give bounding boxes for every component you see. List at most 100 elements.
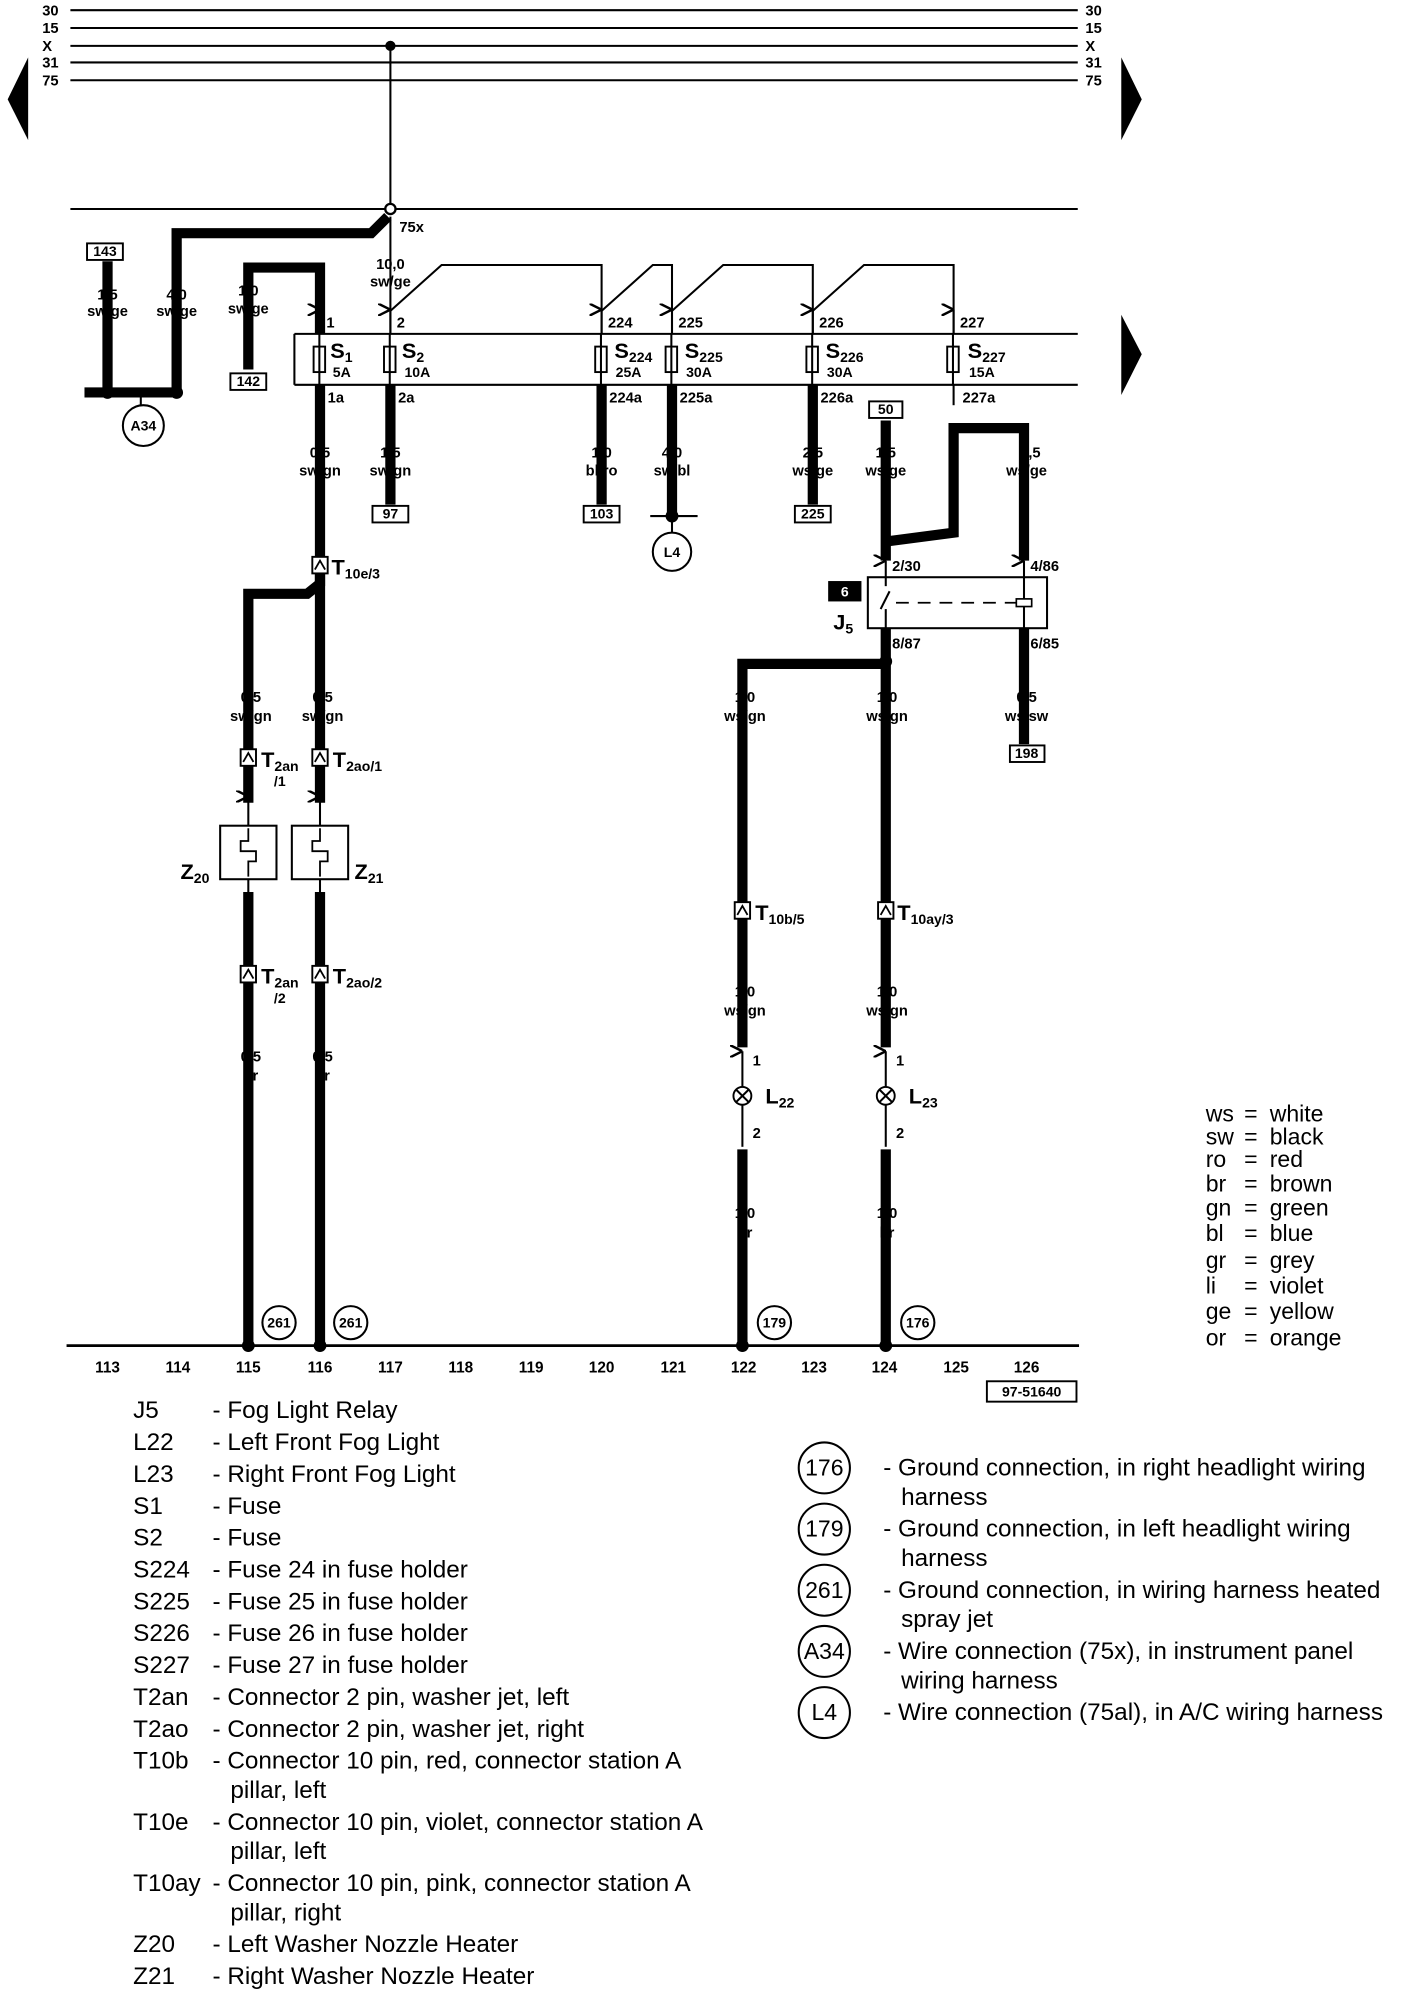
svg-text:ro=red: ro=red (1206, 1146, 1303, 1172)
svg-text:225a: 225a (680, 391, 714, 407)
fuse-s224: 224 S224 25A 224a (595, 310, 653, 407)
next-page-arrow-icon[interactable] (1121, 57, 1142, 141)
svg-text:S224: S224 (614, 338, 652, 365)
ground-179[interactable]: 179 (756, 1305, 793, 1341)
wire-size: 0,5 (312, 1049, 332, 1065)
svg-text:261: 261 (805, 1577, 843, 1603)
wire-size: 0,5 (310, 445, 330, 461)
svg-text:T10b- Connector 10 pin, red, c: T10b- Connector 10 pin, red, connector s… (133, 1748, 682, 1775)
wire-color-legend: ws=white sw=black ro=red br=brown gn=gre… (1205, 1100, 1342, 1350)
wire-color: br (244, 1069, 259, 1085)
svg-text:126: 126 (1014, 1359, 1040, 1376)
ref-box-103[interactable]: 103 (582, 504, 621, 524)
wire-color: ws/ge (1005, 463, 1047, 479)
wire-color: br (738, 1225, 753, 1241)
ground-261-right[interactable]: 261 (333, 1305, 369, 1341)
svg-text:117: 117 (378, 1359, 403, 1376)
ref-box-142[interactable]: 142 (229, 372, 268, 391)
ground-176[interactable]: 176 (900, 1305, 936, 1341)
svg-text:T10ay/3: T10ay/3 (897, 900, 954, 927)
svg-text:ws=white: ws=white (1205, 1100, 1324, 1126)
ref-box-50[interactable]: 50 (868, 400, 904, 419)
svg-text:T2an: T2an (261, 747, 299, 774)
svg-text:115: 115 (236, 1359, 261, 1376)
svg-text:/1: /1 (274, 773, 286, 789)
svg-text:226: 226 (819, 316, 844, 332)
svg-text:123: 123 (801, 1359, 827, 1376)
ref-box-198[interactable]: 198 (1008, 744, 1046, 763)
junction-75x-label: 75x (399, 220, 424, 236)
svg-text:br=brown: br=brown (1206, 1170, 1333, 1196)
svg-text:S224- Fuse 24 in fuse holder: S224- Fuse 24 in fuse holder (133, 1557, 468, 1584)
svg-text:2/30: 2/30 (892, 559, 921, 575)
svg-text:2: 2 (397, 316, 405, 332)
svg-text:Z20: Z20 (180, 859, 209, 886)
fuse-s226: 226 S226 30A 226a (806, 310, 864, 407)
svg-text:gr=grey: gr=grey (1206, 1247, 1315, 1273)
wire-color: sw/gn (230, 709, 272, 725)
svg-text:225: 225 (678, 316, 703, 332)
svg-text:1: 1 (326, 316, 334, 332)
svg-text:5A: 5A (333, 364, 351, 380)
svg-text:/2: /2 (274, 990, 286, 1006)
svg-text:L4: L4 (812, 1699, 838, 1725)
connector-t10ay: T10ay/3 (877, 900, 954, 927)
connector-t2an-1: T2an /1 (239, 747, 299, 789)
svg-text:114: 114 (166, 1359, 191, 1376)
wire-size: 1,0 (238, 284, 258, 300)
svg-text:30A: 30A (686, 364, 712, 380)
junction-75x-node (384, 202, 397, 216)
svg-text:2: 2 (753, 1126, 761, 1142)
wire-size: 1,5 (380, 445, 400, 461)
svg-text:bl=blue: bl=blue (1206, 1220, 1314, 1246)
svg-text:T2ao- Connector 2 pin, washer: T2ao- Connector 2 pin, washer jet, right (133, 1716, 584, 1743)
svg-text:224a: 224a (609, 391, 643, 407)
svg-text:- Wire connection (75al), in A: - Wire connection (75al), in A/C wiring … (883, 1699, 1383, 1726)
ref-box-225[interactable]: 225 (793, 504, 832, 524)
svg-text:T10e- Connector 10 pin, violet: T10e- Connector 10 pin, violet, connecto… (133, 1809, 704, 1836)
rail-label-right: 75 (1085, 73, 1101, 89)
wire-size: 0,5 (241, 1049, 261, 1065)
wire-size: 1,0 (877, 984, 897, 1000)
svg-text:J5- Fog Light Relay: J5- Fog Light Relay (133, 1397, 398, 1424)
svg-text:121: 121 (660, 1359, 686, 1376)
wire-size: 10,0 (376, 257, 405, 273)
svg-text:113: 113 (95, 1359, 120, 1376)
wire-color: sw/gn (299, 463, 341, 479)
wire-connection-a34[interactable]: A34 (121, 404, 165, 448)
svg-text:pillar, left: pillar, left (230, 1838, 326, 1865)
column-numbers: 113 114 115 116 117 118 119 120 121 122 … (95, 1359, 1039, 1376)
svg-text:50: 50 (878, 401, 894, 417)
svg-text:S227- Fuse 27 in fuse holder: S227- Fuse 27 in fuse holder (133, 1652, 468, 1679)
svg-text:- Wire connection (75x), in in: - Wire connection (75x), in instrument p… (883, 1638, 1353, 1665)
wire-size: 1,0 (735, 690, 755, 706)
wire-color: sw/gn (370, 463, 412, 479)
ref-box-143[interactable]: 143 (86, 242, 124, 261)
svg-text:L23- Right Front Fog Light: L23- Right Front Fog Light (133, 1461, 456, 1488)
svg-text:wiring harness: wiring harness (900, 1667, 1058, 1694)
svg-text:Z21: Z21 (355, 859, 384, 886)
previous-page-arrow-icon[interactable] (7, 57, 29, 141)
wire-color: ws/ge (791, 463, 833, 479)
svg-text:T2ao/2: T2ao/2 (333, 964, 382, 991)
svg-text:S225: S225 (685, 338, 723, 365)
rail-label-left: X (42, 39, 52, 55)
wire-size: 1,5 (876, 445, 896, 461)
fog-light-l22: 1 2 L22 (733, 1047, 795, 1150)
rail-label-right: 30 (1085, 3, 1101, 19)
ground-261-left[interactable]: 261 (261, 1305, 297, 1341)
svg-text:A34: A34 (130, 418, 156, 434)
svg-text:227: 227 (960, 316, 985, 332)
svg-text:pillar, right: pillar, right (230, 1899, 341, 1926)
wire-connection-l4[interactable]: L4 (651, 531, 693, 572)
svg-text:2a: 2a (398, 391, 415, 407)
wire-size: 1,0 (877, 1206, 897, 1222)
svg-text:1: 1 (896, 1053, 904, 1069)
svg-text:8/87: 8/87 (892, 637, 921, 653)
svg-text:198: 198 (1015, 745, 1039, 761)
svg-text:225: 225 (801, 506, 825, 522)
svg-text:179: 179 (805, 1516, 843, 1542)
ref-box-97[interactable]: 97 (371, 504, 410, 524)
svg-text:142: 142 (237, 373, 261, 389)
continuation-arrow-icon[interactable] (1121, 314, 1142, 396)
